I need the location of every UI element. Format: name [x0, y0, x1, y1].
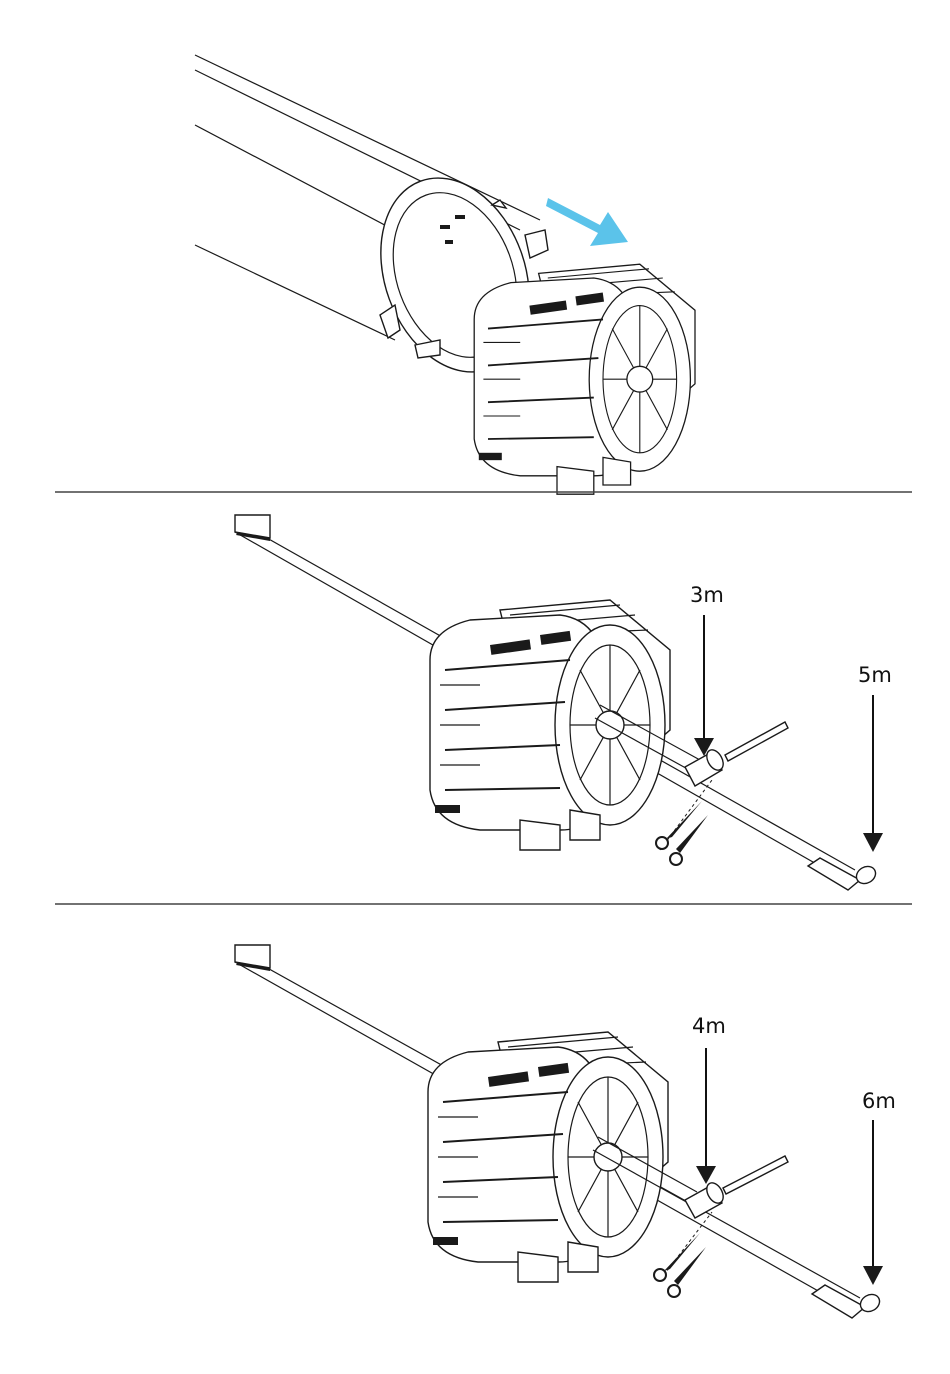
length-label-long: 5m	[858, 663, 892, 687]
down-arrow-icon	[694, 615, 714, 756]
panel-strap-step-2: 4m 6m	[235, 945, 896, 1318]
down-arrow-icon	[696, 1048, 716, 1184]
hub-part	[474, 264, 695, 494]
direction-arrow-icon	[546, 198, 628, 246]
pin	[723, 1156, 788, 1194]
scissors-icon	[656, 801, 708, 865]
length-label-short: 3m	[690, 583, 724, 607]
pin	[725, 722, 788, 761]
hub-part	[428, 1032, 668, 1282]
panel-strap-step-1: 3m 5m	[235, 515, 892, 890]
panel-insert-step	[195, 55, 695, 494]
length-label-long: 6m	[862, 1089, 896, 1113]
hub-part	[430, 600, 670, 850]
down-arrow-icon	[863, 695, 883, 852]
scissors-icon	[654, 1233, 706, 1297]
down-arrow-icon	[863, 1120, 883, 1285]
length-label-short: 4m	[692, 1014, 726, 1038]
